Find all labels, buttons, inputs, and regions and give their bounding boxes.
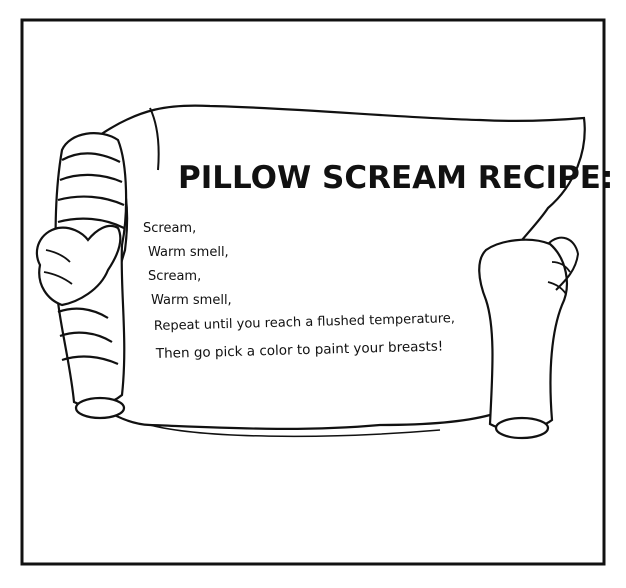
recipe-title: PILLOW SCREAM RECIPE: [178,160,613,196]
sleeve-stripes [57,152,125,366]
scroll-bottom-edge [149,424,441,438]
recipe-line-3: Scream, [148,269,201,284]
left-hand [35,224,122,307]
right-arm [478,238,568,432]
left-cuff [74,396,126,420]
recipe-line-4: Warm smell, [151,293,232,308]
right-cuff [494,416,550,440]
scroll-crease [149,107,160,171]
recipe-line-6: Then go pick a color to paint your breas… [155,338,444,362]
recipe-line-1: Scream, [143,221,196,236]
recipe-line-2: Warm smell, [148,245,229,260]
